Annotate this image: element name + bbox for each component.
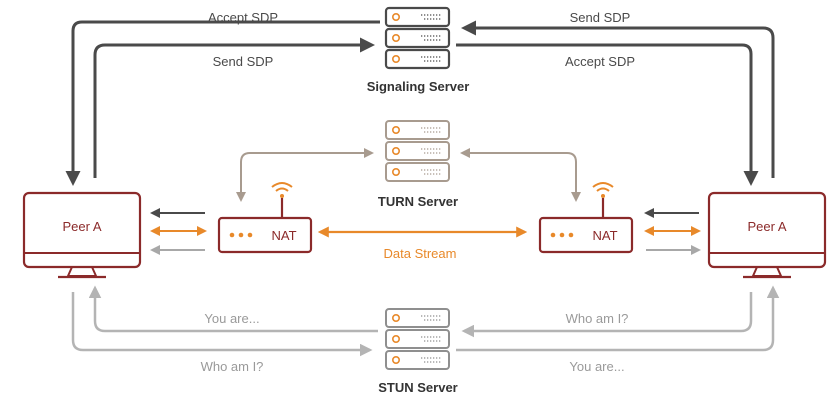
- turn-server-label: TURN Server: [378, 194, 458, 209]
- send-sdp-right-arrow: [461, 20, 775, 178]
- turn-left-arrow: [236, 148, 374, 202]
- signaling-server-label: Signaling Server: [367, 79, 470, 94]
- send-sdp-left-label: Send SDP: [213, 54, 274, 69]
- who-am-i-left-arrow: [71, 292, 373, 357]
- turn-server-icon: [385, 120, 450, 182]
- stun-server-label: STUN Server: [378, 380, 457, 395]
- server-unit: [385, 162, 450, 182]
- server-unit: [384, 6, 451, 28]
- who-am-i-right-arrow: [461, 292, 753, 338]
- server-unit: [385, 308, 450, 328]
- nat-left-router-icon: [217, 182, 313, 254]
- server-unit: [385, 350, 450, 370]
- turn-arrows: [236, 148, 581, 202]
- nat-right-label: NAT: [592, 228, 617, 243]
- accept-sdp-left-arrow: [65, 20, 380, 186]
- send-sdp-right-label: Send SDP: [570, 10, 631, 25]
- server-unit: [385, 329, 450, 349]
- wifi-icon: [271, 182, 293, 198]
- turn-right-arrow: [460, 148, 581, 202]
- peer-right-label: Peer A: [747, 219, 786, 234]
- who-am-i-left-label: Who am I?: [201, 359, 264, 374]
- server-unit: [384, 48, 451, 70]
- peer-right-monitor-icon: [707, 191, 827, 279]
- signaling-arrows: [65, 20, 775, 186]
- nat-left-label: NAT: [271, 228, 296, 243]
- stun-arrows: [71, 285, 780, 357]
- peer-left-label: Peer A: [62, 219, 101, 234]
- server-unit: [384, 27, 451, 49]
- you-are-left-label: You are...: [204, 311, 259, 326]
- stun-server-icon: [385, 308, 450, 370]
- wifi-icon: [592, 182, 614, 198]
- accept-sdp-left-label: Accept SDP: [208, 10, 278, 25]
- server-unit: [385, 141, 450, 161]
- who-am-i-right-label: Who am I?: [566, 311, 629, 326]
- data-stream-label: Data Stream: [384, 246, 457, 261]
- peer-nat-arrows: [150, 208, 701, 255]
- send-sdp-left-arrow: [93, 37, 375, 178]
- accept-sdp-right-arrow: [456, 43, 759, 186]
- signaling-server-icon: [384, 6, 451, 70]
- peer-left-monitor-icon: [22, 191, 142, 279]
- nat-right-router-icon: [538, 182, 634, 254]
- you-are-left-arrow: [88, 285, 378, 333]
- accept-sdp-right-label: Accept SDP: [565, 54, 635, 69]
- server-unit: [385, 120, 450, 140]
- you-are-right-label: You are...: [569, 359, 624, 374]
- you-are-right-arrow: [456, 285, 780, 352]
